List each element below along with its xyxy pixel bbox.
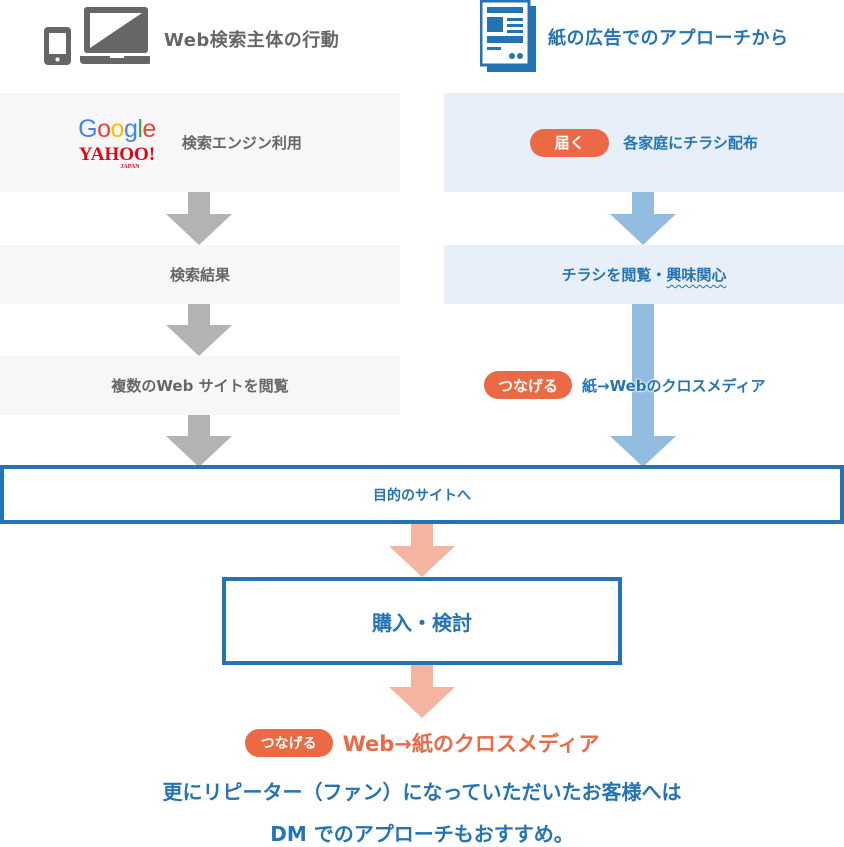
arrow-gray-2: [166, 304, 232, 356]
badge-connect-right: つなげる: [484, 371, 572, 399]
step-flyer-interest-prefix: チラシを閲覧・: [561, 266, 667, 284]
connector-paper-to-web: つなげる 紙→Webのクロスメディア: [484, 371, 765, 399]
step-browse-websites: 複数のWeb サイトを閲覧: [0, 356, 400, 415]
footer-line-1: 更にリピーター（ファン）になっていただいたお客様へは: [162, 780, 682, 804]
footer-line-2: DM でのアプローチもおすすめ。: [270, 822, 574, 846]
step-purchase-label: 購入・検討: [372, 610, 472, 635]
arrow-gray-3: [166, 415, 232, 467]
devices-icon: [40, 4, 150, 66]
step-flyer-interest-label: チラシを閲覧・興味関心: [562, 264, 727, 285]
google-logo: Google: [78, 115, 156, 143]
yahoo-japan-sub: JAPAN: [120, 164, 140, 170]
right-header-title: 紙の広告でのアプローチから: [548, 28, 789, 49]
arrow-gray-1: [166, 192, 232, 245]
step-browse-websites-label: 複数のWeb サイトを閲覧: [111, 377, 289, 395]
footer-connector: つなげる Web→紙のクロスメディア: [0, 728, 844, 758]
connector-paper-to-web-label: 紙→Webのクロスメディア: [582, 376, 766, 395]
step-target-site: 目的のサイトへ: [0, 465, 844, 524]
yahoo-logo: YAHOO!: [78, 144, 156, 165]
step-target-site-label: 目的のサイトへ: [373, 487, 471, 504]
step-flyer-distribution: 届く 各家庭にチラシ配布: [444, 93, 844, 192]
footer-headline: Web→紙のクロスメディア: [342, 732, 600, 756]
right-header: 紙の広告でのアプローチから: [480, 0, 844, 75]
arrow-blue-long: [610, 304, 676, 467]
step-search-results: 検索結果: [0, 245, 400, 304]
step-flyer-distribution-label: 各家庭にチラシ配布: [623, 134, 758, 152]
step-purchase: 購入・検討: [222, 577, 622, 665]
step-search-results-label: 検索結果: [169, 266, 230, 284]
arrow-salmon-2: [389, 665, 455, 718]
step-flyer-interest-emphasis: 興味関心: [666, 266, 727, 284]
newspaper-icon: [480, 0, 536, 75]
step-search-engine-label: 検索エンジン利用: [181, 134, 302, 152]
left-header-title: Web検索主体の行動: [164, 30, 340, 51]
left-header: Web検索主体の行動: [40, 4, 400, 66]
step-flyer-interest: チラシを閲覧・興味関心: [444, 245, 844, 304]
badge-connect-footer: つなげる: [244, 729, 333, 757]
search-engine-logos: Google YAHOO! JAPAN: [78, 115, 156, 170]
step-search-engine: Google YAHOO! JAPAN 検索エンジン利用: [0, 93, 400, 192]
arrow-salmon-1: [389, 524, 455, 577]
arrow-blue-1: [610, 192, 676, 245]
badge-deliver: 届く: [530, 128, 610, 157]
